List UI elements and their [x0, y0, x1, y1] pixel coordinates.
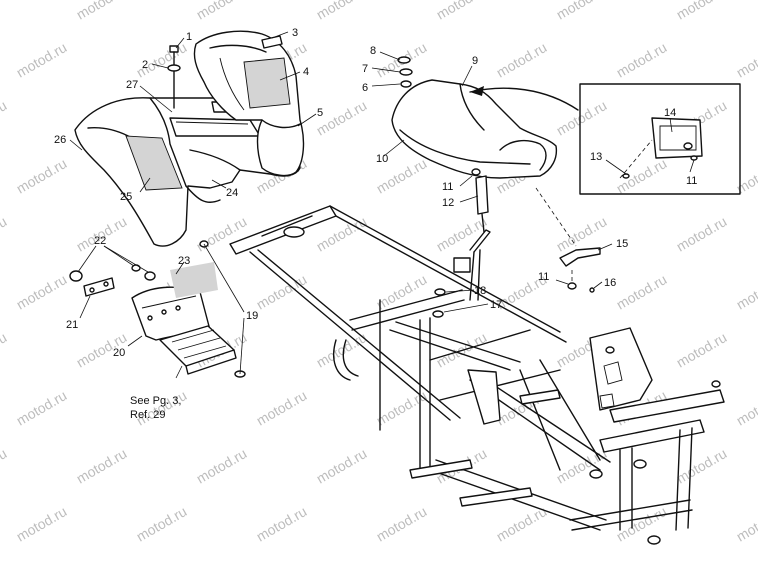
leader-lines	[69, 31, 695, 379]
watermark-text: motod.ru	[14, 155, 70, 196]
watermark-text: motod.ru	[194, 213, 250, 254]
watermark-text: motod.ru	[614, 271, 670, 312]
callout-19: 19	[246, 310, 258, 322]
callout-15: 15	[616, 238, 628, 250]
nut-11a	[471, 168, 481, 176]
watermark-text: motod.ru	[734, 503, 758, 544]
rivet-16	[589, 287, 595, 293]
watermark-text: motod.ru	[74, 0, 130, 23]
watermark-text: motod.ru	[674, 329, 730, 370]
watermark-text: motod.ru	[134, 503, 190, 544]
watermark-text: motod.ru	[314, 445, 370, 486]
watermark-text: motod.ru	[674, 0, 730, 23]
callout-8: 8	[370, 45, 376, 57]
nut-22a	[69, 270, 83, 282]
latch-detail-box	[579, 83, 741, 195]
watermark-text: motod.ru	[554, 445, 610, 486]
decal-23	[170, 262, 218, 298]
watermark-text: motod.ru	[374, 503, 430, 544]
watermark-text: motod.ru	[554, 97, 610, 138]
watermark-text: motod.ru	[254, 387, 310, 428]
front-fender	[193, 30, 305, 177]
watermark-text: motod.ru	[14, 387, 70, 428]
callout-14: 14	[664, 107, 676, 119]
callout-18: 18	[474, 285, 486, 297]
callout-11b: 11	[686, 175, 697, 187]
mounting-plate	[83, 277, 115, 297]
bolt-19	[199, 240, 246, 378]
watermark-text: motod.ru	[0, 213, 9, 254]
callout-21: 21	[66, 319, 78, 331]
callout-5: 5	[317, 107, 323, 119]
callout-2: 2	[142, 59, 148, 71]
nut-22c	[144, 271, 156, 281]
watermark-text: motod.ru	[734, 387, 758, 428]
watermark-text: motod.ru	[374, 387, 430, 428]
watermark-text: motod.ru	[434, 0, 490, 23]
callout-13: 13	[590, 151, 602, 163]
callout-11c: 11	[538, 271, 549, 283]
watermark-text: motod.ru	[674, 445, 730, 486]
watermark-text: motod.ru	[134, 387, 190, 428]
watermark-text: motod.ru	[734, 271, 758, 312]
callout-6: 6	[362, 82, 368, 94]
watermark-text: motod.ru	[0, 445, 9, 486]
watermark-text: motod.ru	[614, 503, 670, 544]
watermark-text: motod.ru	[194, 445, 250, 486]
watermark-text: motod.ru	[254, 271, 310, 312]
bolt-17	[432, 310, 444, 318]
callout-11a: 11	[442, 181, 453, 193]
grab-handle	[475, 175, 489, 233]
watermark-text: motod.ru	[734, 39, 758, 80]
nut-11c	[567, 282, 577, 290]
watermark-text: motod.ru	[734, 155, 758, 196]
watermark-text: motod.ru	[674, 213, 730, 254]
callout-4: 4	[303, 66, 309, 78]
watermark-text: motod.ru	[614, 39, 670, 80]
callout-1: 1	[186, 31, 192, 43]
skid-plate	[159, 325, 237, 375]
rear-fender	[74, 97, 301, 247]
watermark-text: motod.ru	[14, 39, 70, 80]
watermark-text: motod.ru	[194, 0, 250, 23]
callout-23: 23	[178, 255, 190, 267]
seat	[391, 56, 558, 179]
reference-note-line1: See Pg. 3,	[130, 395, 181, 407]
callout-17: 17	[490, 299, 502, 311]
watermark-text: motod.ru	[554, 0, 610, 23]
reference-note: See Pg. 3, Ref. 29	[130, 395, 181, 421]
callout-27: 27	[126, 79, 138, 91]
callout-26: 26	[54, 134, 66, 146]
callout-22: 22	[94, 235, 106, 247]
bracket-15	[559, 247, 601, 267]
watermark-text: motod.ru	[0, 329, 9, 370]
watermark-text: motod.ru	[434, 213, 490, 254]
reference-note-line2: Ref. 29	[130, 409, 165, 421]
callout-12: 12	[442, 197, 454, 209]
callout-3: 3	[292, 27, 298, 39]
watermark-text: motod.ru	[14, 503, 70, 544]
watermark-text: motod.ru	[74, 213, 130, 254]
watermark-text: motod.ru	[0, 97, 9, 138]
watermark-text: motod.ru	[0, 0, 9, 23]
callout-10: 10	[376, 153, 388, 165]
callout-16: 16	[604, 277, 616, 289]
bolt-18	[434, 288, 446, 296]
callout-labels: 1 2 3 4 5 6 7 8 9 10 11 11 11 12 13 14 1…	[54, 27, 697, 359]
callout-24: 24	[226, 187, 238, 199]
detail-arrow-head	[470, 86, 484, 96]
watermark-text: motod.ru	[14, 271, 70, 312]
watermark-text: motod.ru	[254, 503, 310, 544]
watermark-text: motod.ru	[494, 39, 550, 80]
watermark-text: motod.ru	[314, 0, 370, 23]
callout-9: 9	[472, 55, 478, 67]
callout-20: 20	[113, 347, 125, 359]
frame	[229, 205, 725, 545]
callout-7: 7	[362, 63, 368, 75]
callout-25: 25	[120, 191, 132, 203]
watermark-text: motod.ru	[74, 445, 130, 486]
